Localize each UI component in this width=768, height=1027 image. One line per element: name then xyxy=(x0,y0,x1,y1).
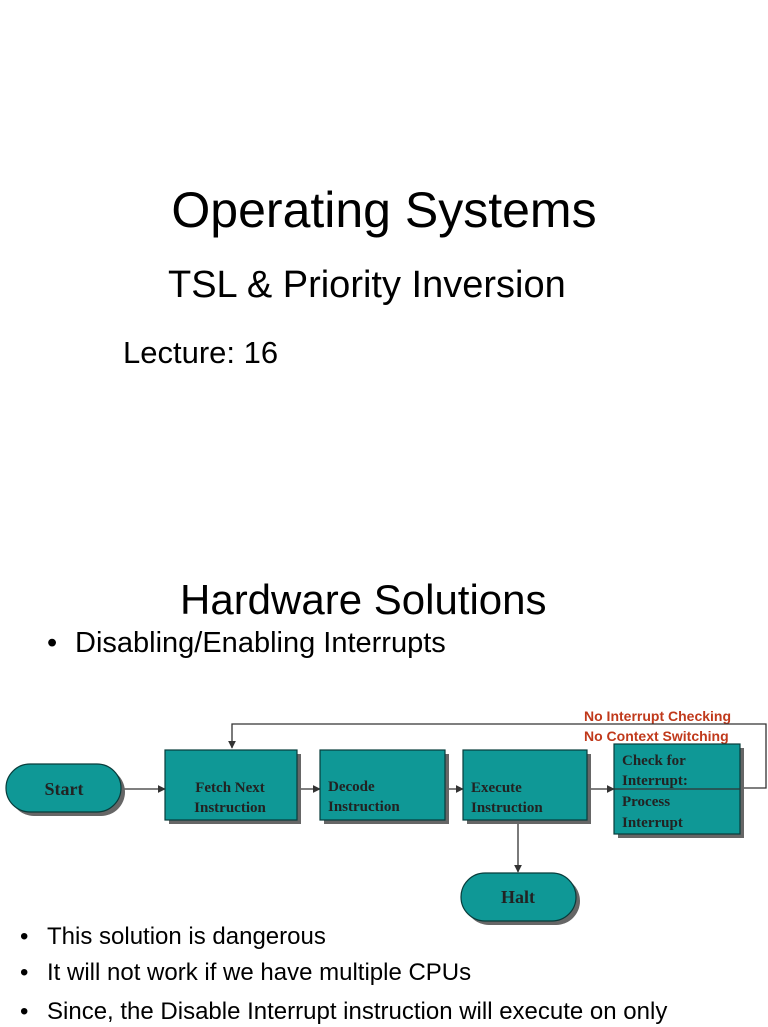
bullet-icon: • xyxy=(20,959,29,986)
svg-text:Fetch Next: Fetch Next xyxy=(195,780,265,796)
slide-title: Operating Systems xyxy=(171,182,597,238)
lecture-number: Lecture: 16 xyxy=(123,335,279,370)
bullet-text: Disabling/Enabling Interrupts xyxy=(75,627,446,659)
loop-back-arrow xyxy=(228,723,767,789)
bullet-text: It will not work if we have multiple CPU… xyxy=(47,959,472,986)
svg-text:Interrupt:: Interrupt: xyxy=(622,773,688,789)
svg-text:Execute: Execute xyxy=(471,780,522,796)
note-no-context-switching: No Context Switching xyxy=(584,728,729,744)
start-node: Start xyxy=(5,763,125,816)
slide-subtitle: TSL & Priority Inversion xyxy=(168,264,566,306)
svg-text:Instruction: Instruction xyxy=(194,800,266,816)
section-title: Hardware Solutions xyxy=(180,576,547,623)
bullet-item: • This solution is dangerous xyxy=(20,922,326,952)
bullet-text: This solution is dangerous xyxy=(47,923,326,950)
note-no-interrupt-checking: No Interrupt Checking xyxy=(584,708,731,724)
bullet-icon: • xyxy=(20,923,29,950)
bullet-item: • It will not work if we have multiple CP… xyxy=(20,958,471,988)
svg-text:Instruction: Instruction xyxy=(471,800,543,816)
svg-text:Process: Process xyxy=(622,794,670,810)
svg-text:Start: Start xyxy=(45,779,84,799)
svg-text:Decode: Decode xyxy=(328,779,375,795)
execute-instruction-node: Execute Instruction xyxy=(462,749,591,824)
svg-text:Instruction: Instruction xyxy=(328,799,400,815)
decode-instruction-node: Decode Instruction xyxy=(319,749,449,824)
svg-text:Halt: Halt xyxy=(501,887,535,907)
halt-node: Halt xyxy=(460,872,580,925)
bullet-icon: • xyxy=(20,998,29,1025)
fetch-next-instruction-node: Fetch Next Instruction xyxy=(164,749,301,824)
svg-text:Check for: Check for xyxy=(622,753,686,769)
svg-text:Interrupt: Interrupt xyxy=(622,815,683,831)
bullet-text: Since, the Disable Interrupt instruction… xyxy=(47,998,668,1025)
bullet-item: • Disabling/Enabling Interrupts xyxy=(47,626,446,660)
instruction-cycle-diagram: No Interrupt Checking No Context Switchi… xyxy=(5,708,767,925)
bullet-icon: • xyxy=(47,627,58,659)
check-for-interrupt-node: Check for Interrupt: Process Interrupt xyxy=(613,743,744,838)
bullet-item: • Since, the Disable Interrupt instructio… xyxy=(20,997,667,1027)
